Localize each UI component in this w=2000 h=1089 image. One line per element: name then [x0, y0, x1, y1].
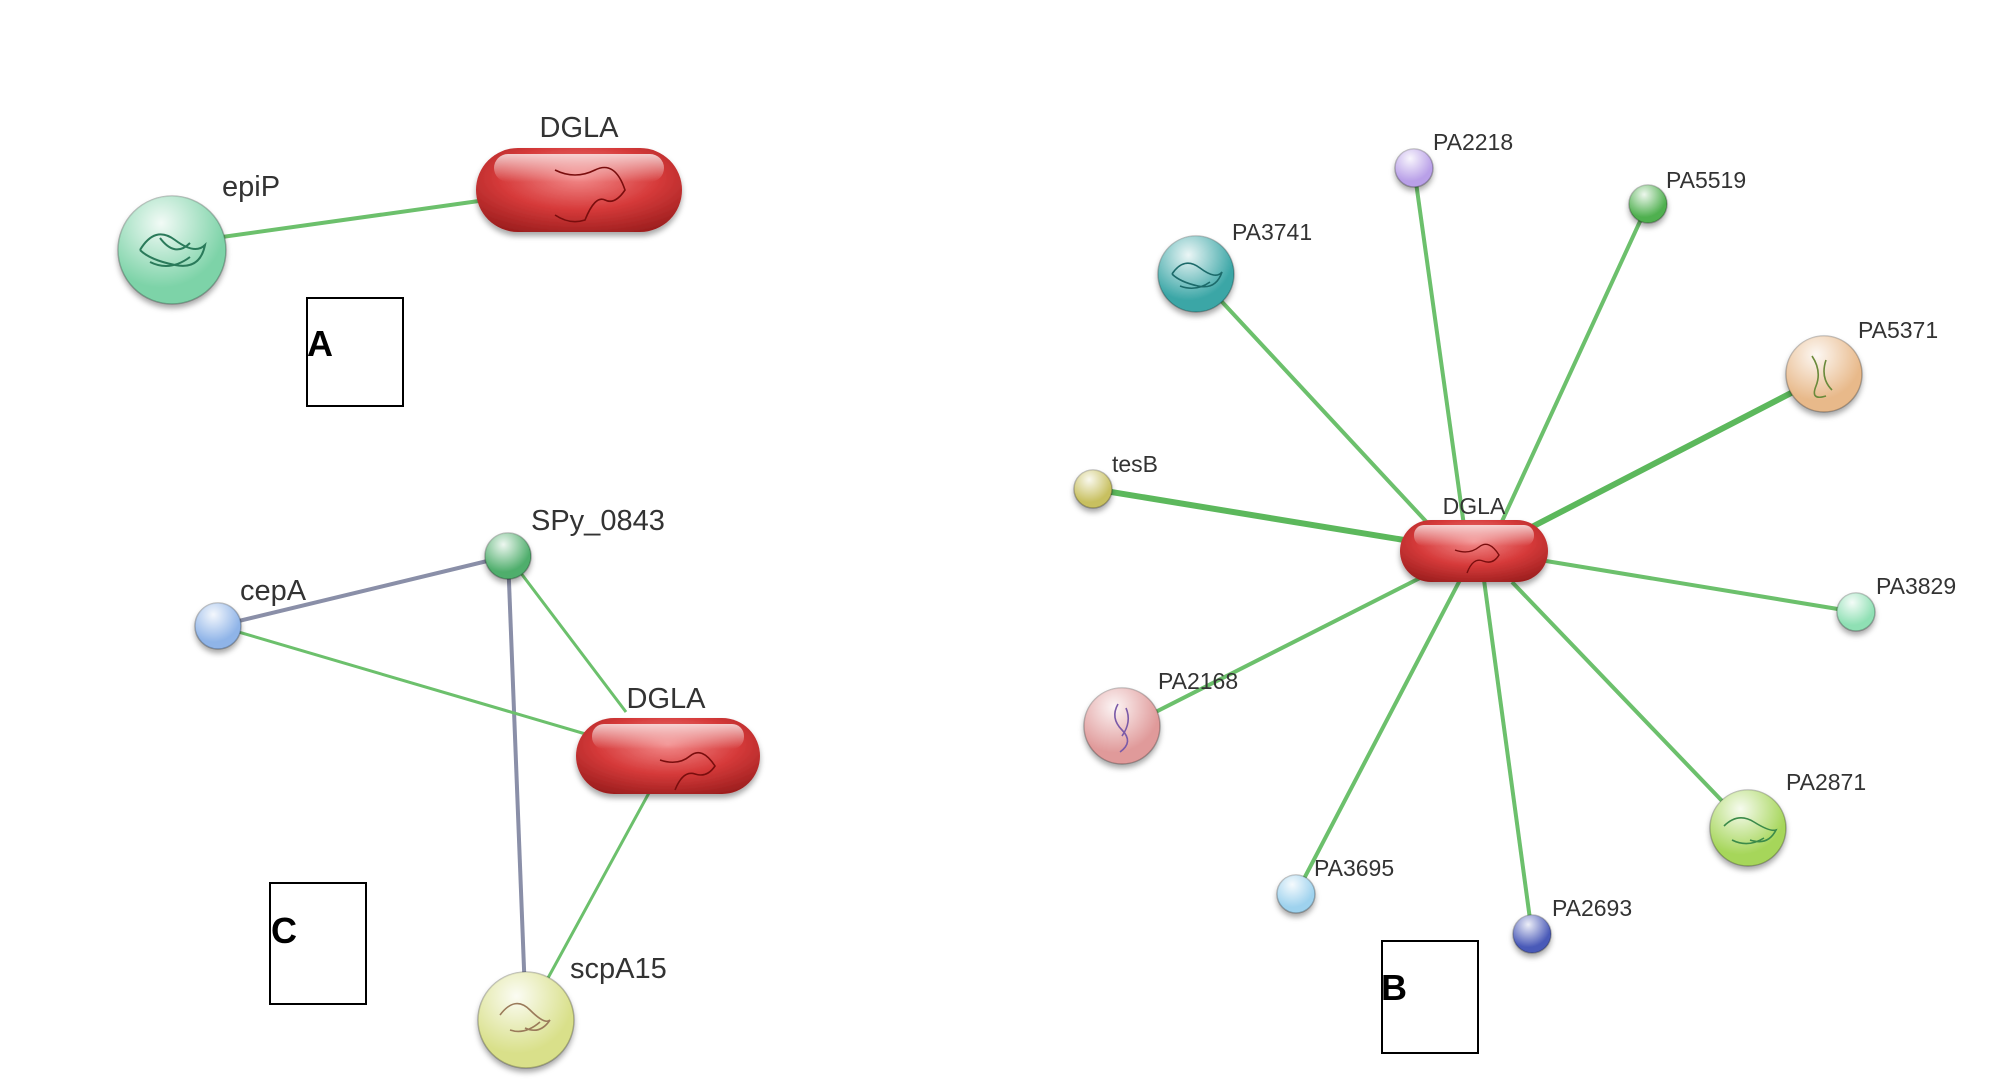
edge-b-tesb	[1092, 486, 1405, 543]
panel-b: DGLA PA2218 PA5519 PA3741 PA5371 tesB	[1073, 129, 1956, 1054]
node-label-a-dgla: DGLA	[540, 112, 620, 144]
panel-a: DGLA epiP A	[117, 112, 682, 407]
panel-a-letter: A	[307, 323, 333, 364]
node-label-c-cepa: cepA	[240, 575, 307, 607]
panel-c-frame	[269, 882, 367, 1005]
node-label-b-pa3741: PA3741	[1232, 219, 1312, 245]
node-label-c-spy: SPy_0843	[531, 505, 665, 537]
node-label-b-pa2871: PA2871	[1786, 769, 1866, 795]
edge-c-spy-scpa	[506, 555, 528, 1021]
node-label-b-pa3829: PA3829	[1876, 573, 1956, 599]
node-c-scpa[interactable]	[477, 971, 575, 1069]
node-b-pa2168[interactable]	[1083, 687, 1161, 765]
edge-b-pa3829	[1539, 558, 1857, 614]
panel-a-frame	[306, 297, 404, 407]
node-label-c-dgla: DGLA	[627, 683, 707, 715]
node-label-b-pa5371: PA5371	[1858, 317, 1938, 343]
node-a-dgla[interactable]	[476, 148, 682, 232]
edge-b-pa2871	[1510, 580, 1750, 830]
node-label-b-pa2168: PA2168	[1158, 668, 1238, 694]
panel-b-frame	[1381, 940, 1479, 1054]
panel-b-letter: B	[1381, 967, 1407, 1008]
edge-b-pa5371	[1524, 373, 1826, 533]
node-b-pa2218[interactable]	[1394, 148, 1434, 188]
node-c-cepa[interactable]	[194, 602, 242, 650]
node-label-b-tesb: tesB	[1112, 451, 1158, 477]
panel-c-letter: C	[271, 910, 297, 951]
edge-c-dgla-scpa	[534, 779, 658, 1001]
node-a-epip[interactable]	[117, 195, 227, 305]
edge-c-spy-dgla	[506, 555, 628, 713]
node-label-a-epip: epiP	[222, 171, 280, 203]
node-b-tesb[interactable]	[1073, 469, 1113, 509]
node-b-pa3695[interactable]	[1276, 874, 1316, 914]
node-c-spy[interactable]	[484, 532, 532, 580]
node-c-dgla[interactable]	[576, 718, 760, 794]
node-b-dgla[interactable]	[1400, 520, 1548, 582]
edge-b-pa2218	[1412, 167, 1468, 541]
node-b-pa5519[interactable]	[1628, 184, 1668, 224]
edge-b-pa3695	[1294, 579, 1462, 895]
panel-c: SPy_0843 cepA DGLA scpA15 C	[194, 505, 760, 1069]
edge-b-pa5519	[1496, 203, 1650, 531]
node-label-b-pa5519: PA5519	[1666, 167, 1746, 193]
node-label-b-pa3695: PA3695	[1314, 855, 1394, 881]
edge-b-pa3741	[1196, 274, 1436, 532]
edge-b-pa2168	[1123, 576, 1421, 730]
node-b-pa2693[interactable]	[1512, 914, 1552, 954]
node-label-c-scpa: scpA15	[570, 953, 667, 985]
node-b-pa5371[interactable]	[1785, 335, 1863, 413]
node-label-b-dgla: DGLA	[1443, 493, 1506, 519]
edge-c-cepa-spy	[217, 554, 509, 628]
node-b-pa3829[interactable]	[1836, 592, 1876, 632]
edge-b-pa2693	[1482, 579, 1534, 935]
edge-c-cepa-dgla	[217, 624, 607, 742]
node-b-pa2871[interactable]	[1709, 789, 1787, 867]
node-label-b-pa2693: PA2693	[1552, 895, 1632, 921]
node-label-b-pa2218: PA2218	[1433, 129, 1513, 155]
node-b-pa3741[interactable]	[1157, 235, 1235, 313]
